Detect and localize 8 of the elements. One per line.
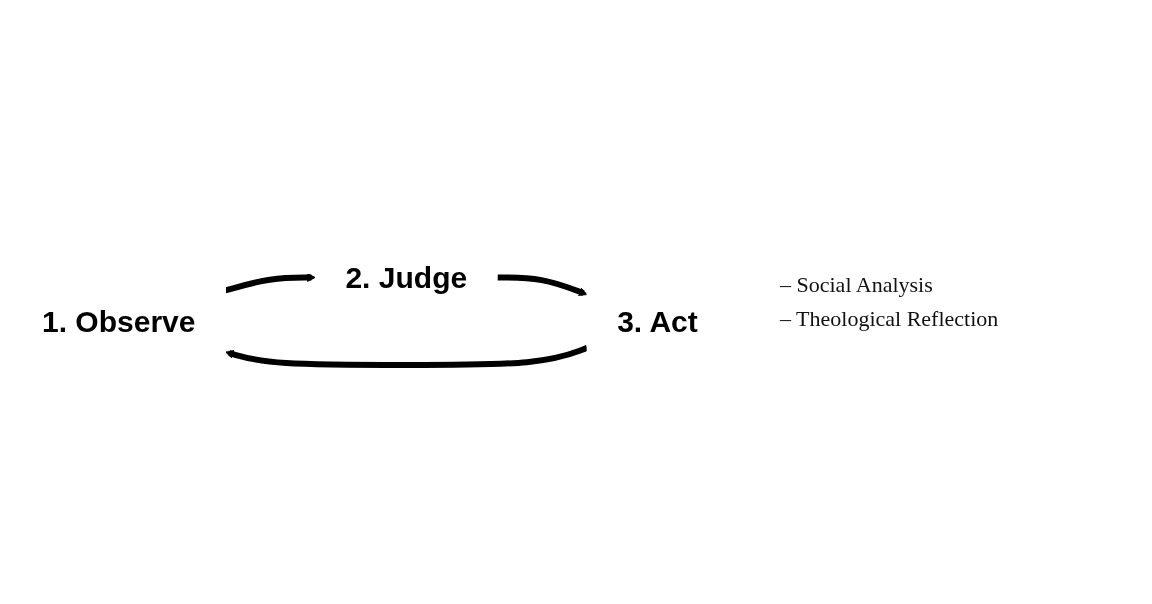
node-text: 2. Judge (345, 260, 468, 294)
node-text: 1. Observe (42, 304, 196, 338)
note-text: – Theological Reflection (780, 306, 999, 332)
arrow (497, 274, 588, 296)
arrow (224, 272, 316, 293)
note-text: – Social Analysis (780, 272, 934, 298)
node-text: 3. Act (617, 304, 698, 338)
arrow (225, 344, 589, 368)
